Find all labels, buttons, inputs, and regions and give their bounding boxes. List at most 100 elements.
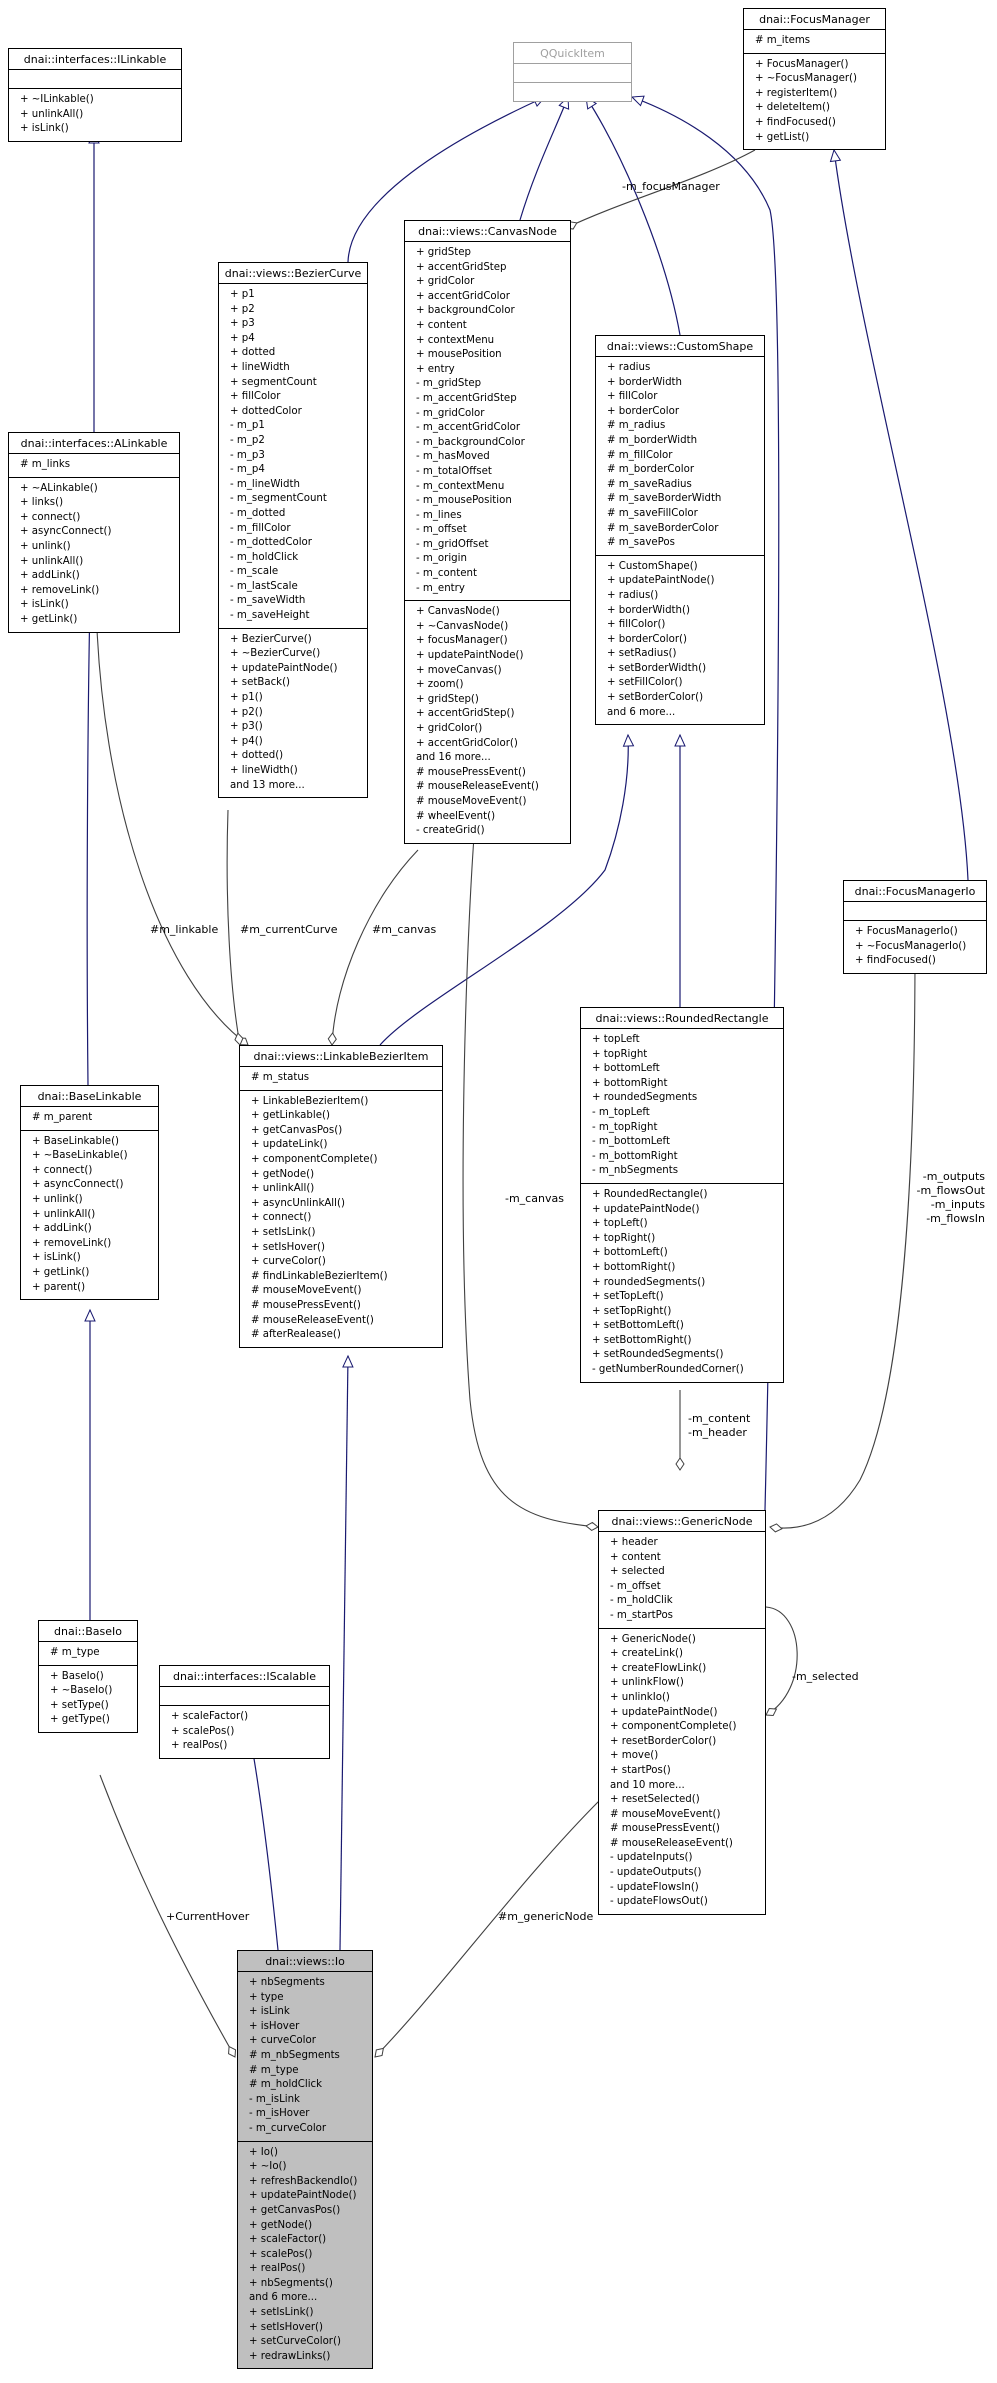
class-attribute: - m_isHover <box>249 2108 310 2120</box>
class-attribute: + isLink <box>249 2006 290 2018</box>
class-attribute: # m_fillColor <box>607 449 673 461</box>
class-attribute: - m_offset <box>416 524 467 536</box>
operations-section: + BaseIo()+ ~BaseIo()+ setType()+ getTyp… <box>39 1664 137 1732</box>
class-operation: + getNode() <box>251 1168 315 1180</box>
class-operation: + setBorderColor() <box>607 692 704 704</box>
class-focusmanagerio[interactable]: dnai::FocusManagerIo+ FocusManagerIo()+ … <box>843 880 987 974</box>
class-operation: # mouseMoveEvent() <box>610 1808 721 1820</box>
class-title: dnai::views::GenericNode <box>611 1515 753 1528</box>
class-operation: + resetSelected() <box>610 1794 700 1806</box>
class-attribute: - m_p2 <box>230 434 265 446</box>
class-attribute: + p1 <box>230 289 255 300</box>
class-operation: + startPos() <box>610 1764 671 1776</box>
class-operation: + Io() <box>249 2146 278 2158</box>
class-attribute: # m_type <box>249 2064 299 2076</box>
class-operation: + p1() <box>230 692 263 704</box>
edge-label-m-flowsout: -m_flowsOut <box>916 1184 985 1197</box>
class-operation: - updateInputs() <box>610 1852 693 1864</box>
edge-label-m-canvas-1: #m_canvas <box>372 923 437 936</box>
class-attribute: + dotted <box>230 347 276 359</box>
class-operation: + removeLink() <box>32 1237 112 1249</box>
edge-baselinkable-alinkable <box>83 598 96 1086</box>
class-operation: + accentGridStep() <box>416 708 515 720</box>
class-operation: + updatePaintNode() <box>592 1203 700 1215</box>
class-operation: # wheelEvent() <box>416 810 496 822</box>
class-qquickitem[interactable]: QQuickItem <box>513 42 632 102</box>
attributes-section <box>160 1686 329 1705</box>
class-attribute: - m_gridColor <box>416 407 485 419</box>
class-operation: + p2() <box>230 706 263 718</box>
edge-label-m-genericnode: #m_genericNode <box>498 1910 594 1923</box>
class-baseio[interactable]: dnai::BaseIo# m_type+ BaseIo()+ ~BaseIo(… <box>38 1620 138 1733</box>
class-attribute: + isHover <box>249 2020 300 2032</box>
class-focusmanager[interactable]: dnai::FocusManager# m_items+ FocusManage… <box>743 8 886 151</box>
class-attribute: - m_bottomLeft <box>592 1136 670 1148</box>
operations-section: + BezierCurve()+ ~BezierCurve()+ updateP… <box>219 627 367 798</box>
class-operation: + focusManager() <box>416 635 508 647</box>
class-attribute: # m_saveFillColor <box>607 507 698 519</box>
operations-section: + CanvasNode()+ ~CanvasNode()+ focusMana… <box>405 600 570 843</box>
class-operation: + getLink() <box>20 613 78 625</box>
class-operation: + getType() <box>50 1714 110 1726</box>
class-attribute: # m_saveRadius <box>607 478 692 490</box>
class-operation: + RoundedRectangle() <box>592 1188 708 1200</box>
edge-focusmanagerio-focusmanager <box>829 148 969 881</box>
class-attribute: + p4 <box>230 332 255 344</box>
edge-canvasnode-linkablebezier <box>327 849 419 1046</box>
class-io[interactable]: dnai::views::Io+ nbSegments+ type+ isLin… <box>237 1950 373 2370</box>
class-attribute: + gridColor <box>416 276 475 288</box>
class-operation: + findFocused() <box>755 116 836 128</box>
class-operation: + asyncConnect() <box>20 526 112 538</box>
class-title: QQuickItem <box>540 47 605 60</box>
class-attribute: # m_nbSegments <box>249 2049 340 2061</box>
class-operation: + connect() <box>20 511 81 523</box>
class-operation: + unlinkAll() <box>251 1183 315 1195</box>
operations-section: + FocusManager()+ ~FocusManager()+ regis… <box>744 52 885 150</box>
class-attribute: - m_lastScale <box>230 580 298 592</box>
edge-label-m-canvas-2: -m_canvas <box>505 1192 564 1205</box>
class-attribute: + bottomLeft <box>592 1063 660 1075</box>
class-genericnode[interactable]: dnai::views::GenericNode+ header+ conten… <box>598 1510 766 1915</box>
class-operation: # mouseMoveEvent() <box>251 1285 362 1297</box>
class-attribute: - m_accentGridColor <box>416 422 521 434</box>
attributes-section: + header+ content+ selected- m_offset- m… <box>599 1531 765 1628</box>
class-operation: + createFlowLink() <box>610 1662 707 1674</box>
operations-section: + scaleFactor()+ scalePos()+ realPos() <box>160 1705 329 1758</box>
class-attribute: + lineWidth <box>230 361 290 373</box>
class-operation: + gridStep() <box>416 693 479 705</box>
class-operation: - getNumberRoundedCorner() <box>592 1364 744 1376</box>
class-attribute: # m_holdClick <box>249 2079 323 2091</box>
class-attribute: - m_saveHeight <box>230 610 310 622</box>
class-attribute: # m_links <box>20 459 71 470</box>
class-operation: + realPos() <box>249 2263 306 2275</box>
edge-focusmanagerio-genericnode <box>769 949 916 1533</box>
class-iscalable[interactable]: dnai::interfaces::IScalable+ scaleFactor… <box>159 1665 330 1759</box>
class-baselinkable[interactable]: dnai::BaseLinkable# m_parent+ BaseLinkab… <box>20 1085 159 1301</box>
class-attribute: - m_content <box>416 568 477 580</box>
attributes-section: + p1+ p2+ p3+ p4+ dotted+ lineWidth+ seg… <box>219 283 367 628</box>
class-ilinkable[interactable]: dnai::interfaces::ILinkable+ ~ILinkable(… <box>8 48 182 142</box>
class-operation: + ~BezierCurve() <box>230 648 321 660</box>
class-attribute: + fillColor <box>230 391 281 403</box>
class-attribute: - m_gridStep <box>416 378 482 390</box>
class-alinkable[interactable]: dnai::interfaces::ALinkable# m_links+ ~A… <box>8 432 180 633</box>
class-linkablebezier[interactable]: dnai::views::LinkableBezierItem# m_statu… <box>239 1045 443 1348</box>
class-operation: + unlink() <box>20 540 71 552</box>
class-attribute: # m_status <box>251 1072 310 1083</box>
class-roundedrect[interactable]: dnai::views::RoundedRectangle+ topLeft+ … <box>580 1007 784 1383</box>
class-operation: + isLink() <box>20 599 69 611</box>
class-canvasnode[interactable]: dnai::views::CanvasNode+ gridStep+ accen… <box>404 220 571 844</box>
class-attribute: + radius <box>607 362 651 373</box>
class-operation: # findLinkableBezierItem() <box>251 1270 388 1282</box>
class-title: dnai::interfaces::ILinkable <box>23 53 167 66</box>
class-operation: + setIsLink() <box>249 2307 314 2319</box>
class-customshape[interactable]: dnai::views::CustomShape+ radius+ border… <box>595 335 765 726</box>
class-operation: + componentComplete() <box>610 1721 737 1733</box>
attributes-section: # m_type <box>39 1641 137 1665</box>
class-title: dnai::BaseIo <box>54 1625 122 1638</box>
class-beziercurve[interactable]: dnai::views::BezierCurve+ p1+ p2+ p3+ p4… <box>218 262 368 799</box>
class-operation: + borderWidth() <box>607 604 690 616</box>
class-operation: + ~BaseIo() <box>50 1685 113 1697</box>
class-operation: + p4() <box>230 735 263 747</box>
class-operation: + isLink() <box>32 1252 81 1264</box>
